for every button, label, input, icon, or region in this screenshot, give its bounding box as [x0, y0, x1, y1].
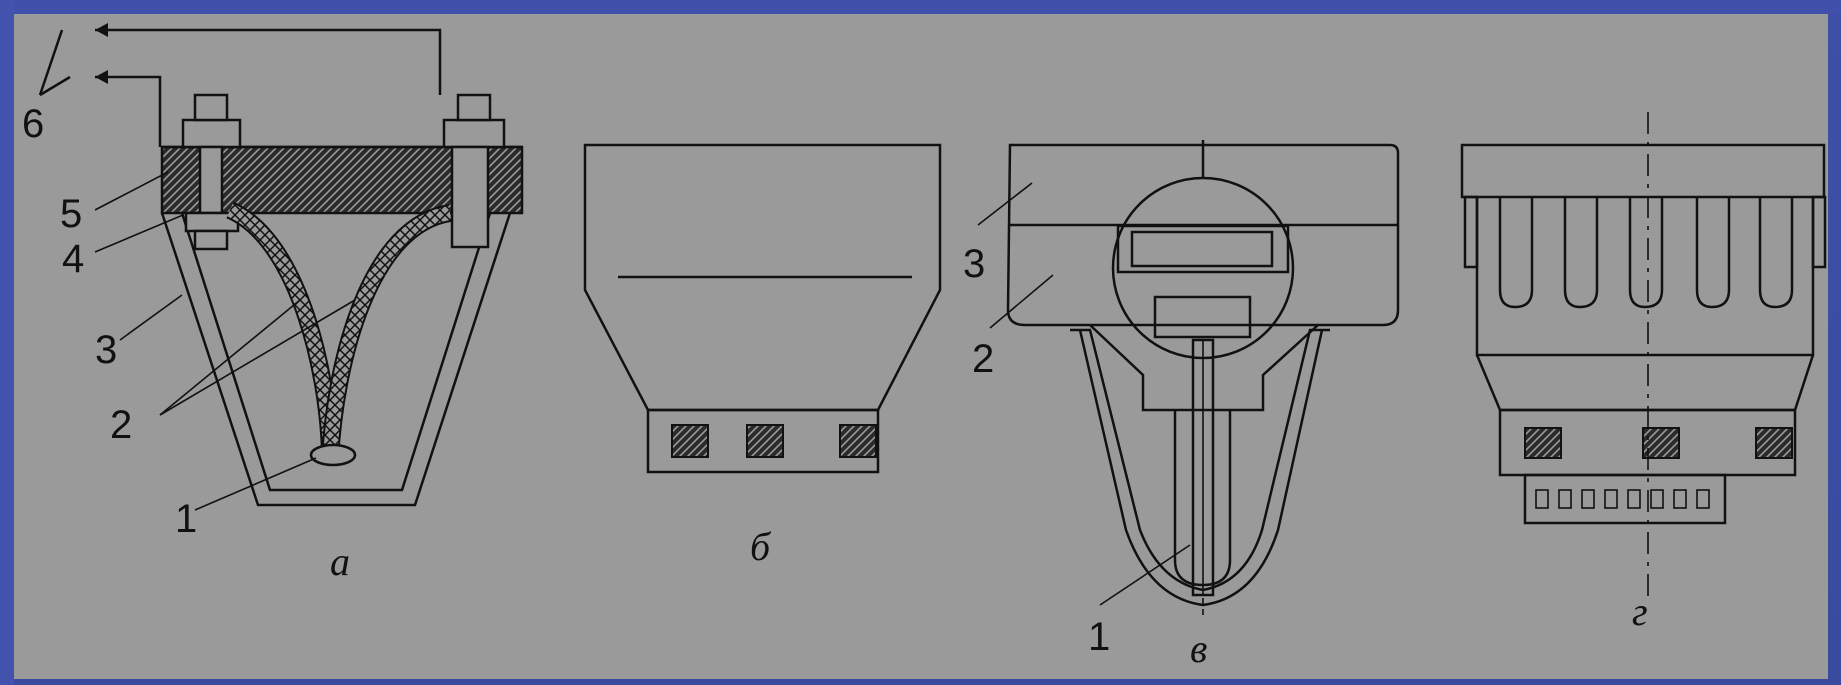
- caption-a: a: [330, 539, 350, 584]
- label-6: 6: [22, 102, 44, 146]
- figure-panel: [14, 14, 1828, 679]
- label-1: 1: [175, 497, 197, 541]
- label-4: 4: [62, 237, 84, 281]
- caption-b: б: [750, 524, 772, 569]
- panel-d-housing-ribbed: г: [1460, 112, 1827, 634]
- label-c-3: 3: [963, 242, 985, 286]
- label-c-2: 2: [972, 337, 994, 381]
- caption-c: в: [1190, 626, 1207, 671]
- label-c-1: 1: [1088, 615, 1110, 659]
- panel-c-assembly: 3 2 1 в: [963, 140, 1400, 671]
- caption-d: г: [1632, 589, 1648, 634]
- panel-a-thermoelement: 6 5 4 3 2 1 a: [22, 23, 524, 584]
- label-2: 2: [110, 403, 132, 447]
- label-5: 5: [60, 192, 82, 236]
- panel-b-housing: б: [583, 143, 942, 569]
- label-3: 3: [95, 328, 117, 372]
